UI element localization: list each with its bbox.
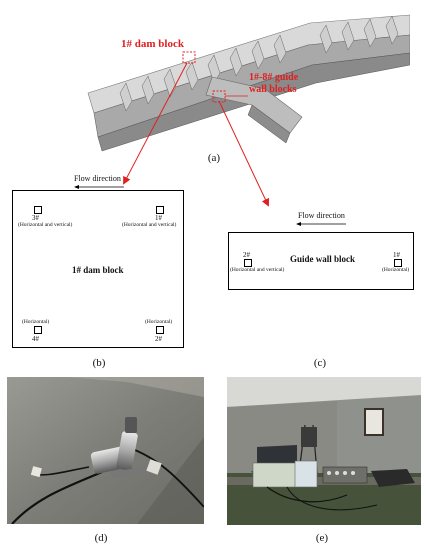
caption-a: (a) [207,152,221,164]
sensor-square-2 [156,326,164,334]
caption-b: (b) [92,357,106,369]
dam-block-box [12,190,184,348]
point-desc: (Horizontal and vertical) [18,222,73,228]
flow-direction-label-b: Flow direction [74,174,121,183]
point-id: 1# [155,214,162,222]
arrow-to-panel-b [123,62,188,185]
arrow-to-panel-c [218,100,270,207]
sensor-square-c1 [394,259,402,267]
guide-wall-box [228,232,414,290]
point-desc: (Horizontal and vertical) [230,267,285,273]
point-id: 2# [243,251,250,259]
flow-arrow-c [296,222,346,226]
dam-3d-model [87,14,410,152]
point-id: 2# [155,335,162,343]
dam-block-label: 1# dam block [121,38,184,50]
panel-a-figure [80,5,410,175]
caption-e: (e) [315,532,329,544]
dam-block-title: 1# dam block [72,265,124,275]
flow-direction-label-c: Flow direction [298,211,345,220]
point-id: 1# [393,251,400,259]
flow-arrow-b [74,185,124,189]
caption-c: (c) [313,357,327,369]
sensor-square-c2 [244,259,252,267]
photo-acquisition-equipment [227,377,421,525]
sensor-square-4 [34,326,42,334]
caption-d: (d) [94,532,108,544]
dam-block-highlight [182,51,196,64]
guide-wall-label-line1: 1#-8# guide [249,72,299,83]
point-desc: (Horizontal and vertical) [122,222,177,228]
photo-sensor-on-concrete [7,377,204,524]
point-desc: (Horizontal) [382,267,410,273]
point-desc: (Horizontal) [22,319,50,325]
connector-arrows [123,62,270,207]
point-id: 4# [32,335,39,343]
sensor-square-1 [156,206,164,214]
guide-wall-label-line2: wall blocks [249,84,297,95]
guide-wall-title: Guide wall block [290,254,356,264]
point-id: 3# [32,214,39,222]
sensor-square-3 [34,206,42,214]
point-desc: (Horizontal) [145,319,173,325]
